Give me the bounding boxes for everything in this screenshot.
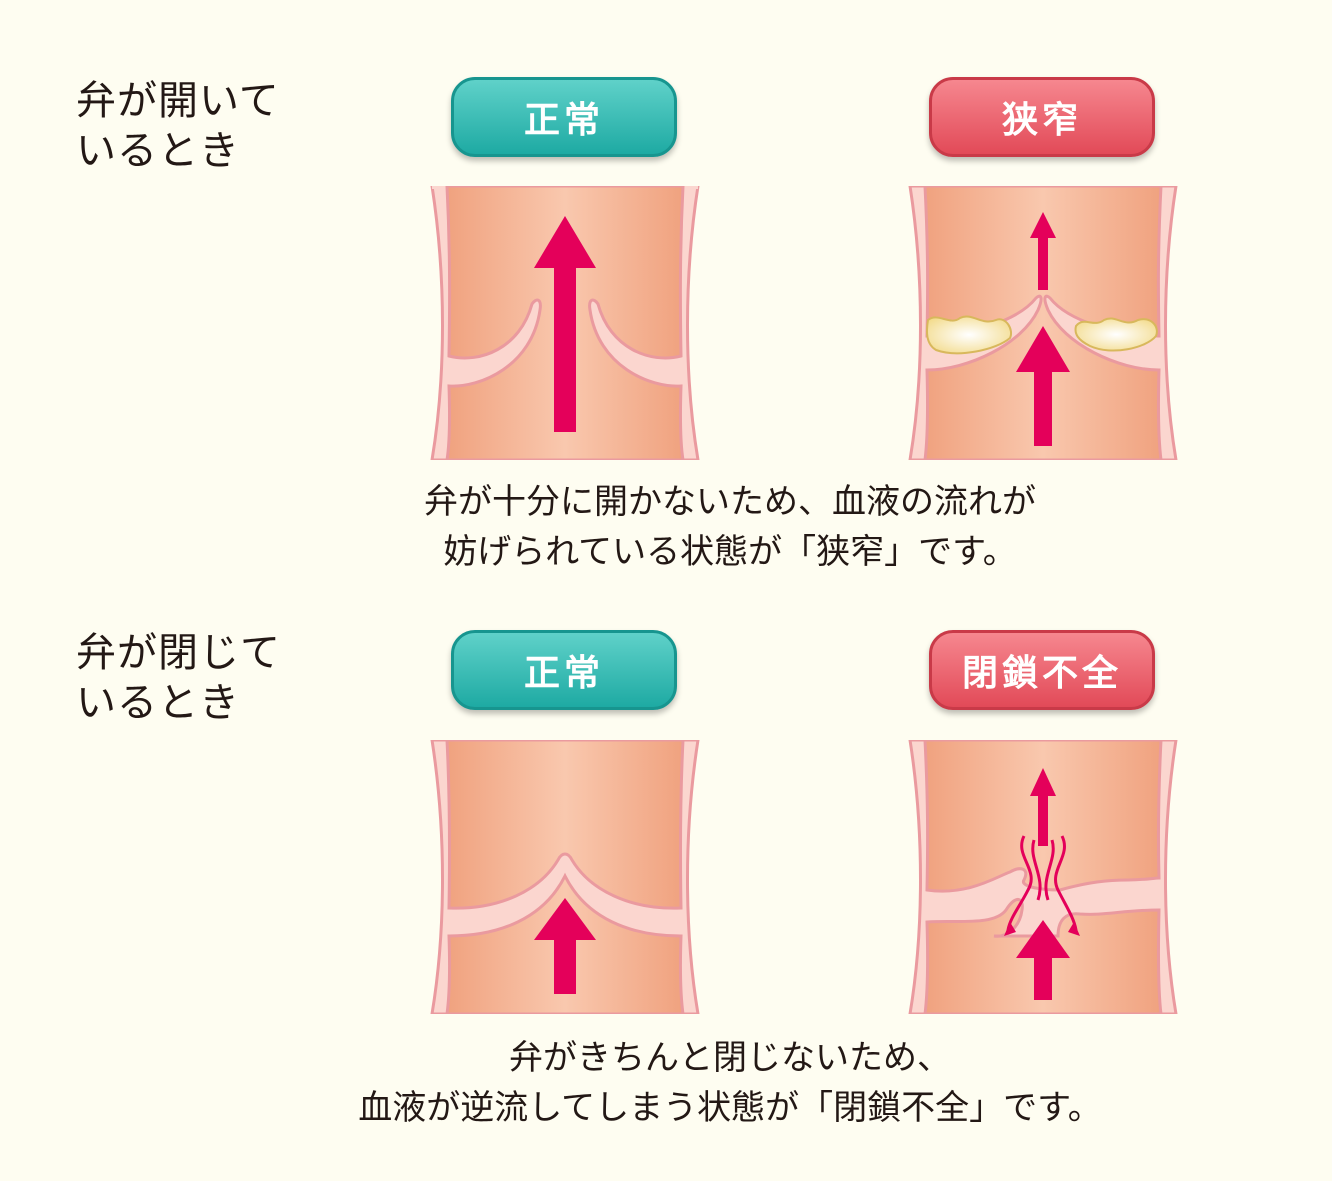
normal-open-valve-illustration [430, 186, 700, 460]
caption-regurgitation-line1: 弁がきちんと閉じないため、 [509, 1038, 951, 1078]
stenosis-badge: 狭窄 [929, 77, 1155, 157]
caption-stenosis-line1: 弁が十分に開かないため、血液の流れが [424, 482, 1036, 522]
blood-flow-arrow-icon [534, 898, 596, 994]
section-label-open: 弁が開いて いるとき [76, 78, 280, 174]
blood-flow-arrow-icon [534, 216, 596, 432]
reduced-flow-arrow-icon [1030, 768, 1056, 846]
normal-badge-open: 正常 [451, 77, 677, 157]
regurgitation-valve-illustration [908, 740, 1178, 1014]
stenosis-valve-illustration [908, 186, 1178, 460]
blood-flow-arrow-icon [1016, 326, 1070, 446]
normal-closed-valve-illustration [430, 740, 700, 1014]
backflow-arrows-icon [1006, 835, 1078, 931]
normal-badge-closed: 正常 [451, 630, 677, 710]
regurgitation-badge: 閉鎖不全 [929, 630, 1155, 710]
calcification-icon [926, 315, 1158, 355]
caption-stenosis-line2: 妨げられている状態が「狭窄」です。 [443, 532, 1017, 572]
reduced-flow-arrow-icon [1030, 212, 1056, 290]
section-label-closed: 弁が閉じて いるとき [76, 630, 281, 726]
caption-regurgitation-line2: 血液が逆流してしまう状態が「閉鎖不全」です。 [358, 1088, 1102, 1128]
blood-flow-arrow-icon [1016, 920, 1070, 1000]
